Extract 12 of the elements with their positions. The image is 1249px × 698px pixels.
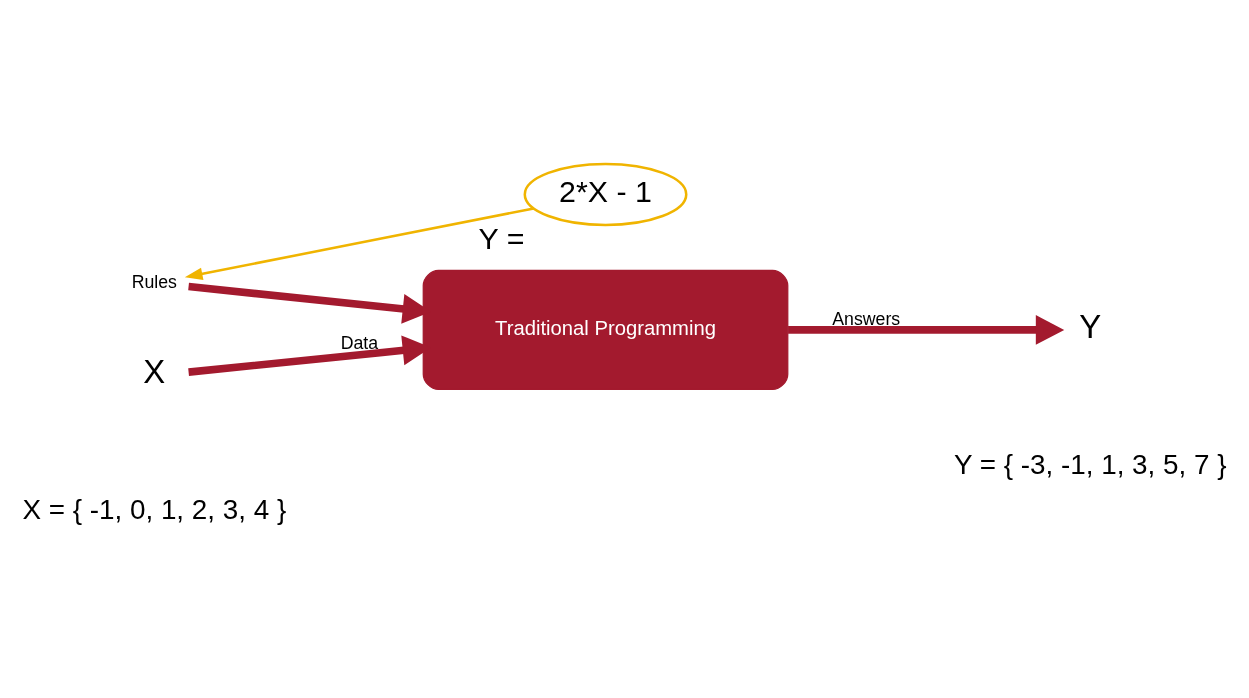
label: Y = { -3, -1, 1, 3, 5, 7 } xyxy=(953,448,1227,480)
arrow xyxy=(184,206,534,280)
edge-label: Data xyxy=(340,332,379,353)
node-text: Y xyxy=(1079,307,1102,345)
node-label: Y = xyxy=(478,221,525,255)
edge-label: Answers xyxy=(832,308,901,329)
node-ellipse: 2*X - 1 xyxy=(523,162,688,226)
arrow xyxy=(788,314,1065,345)
node-text: X xyxy=(143,352,166,390)
node-box: Traditional Programming xyxy=(422,269,789,390)
label: X = { -1, 0, 1, 2, 3, 4 } xyxy=(22,493,287,525)
node-text: Rules xyxy=(131,271,177,292)
